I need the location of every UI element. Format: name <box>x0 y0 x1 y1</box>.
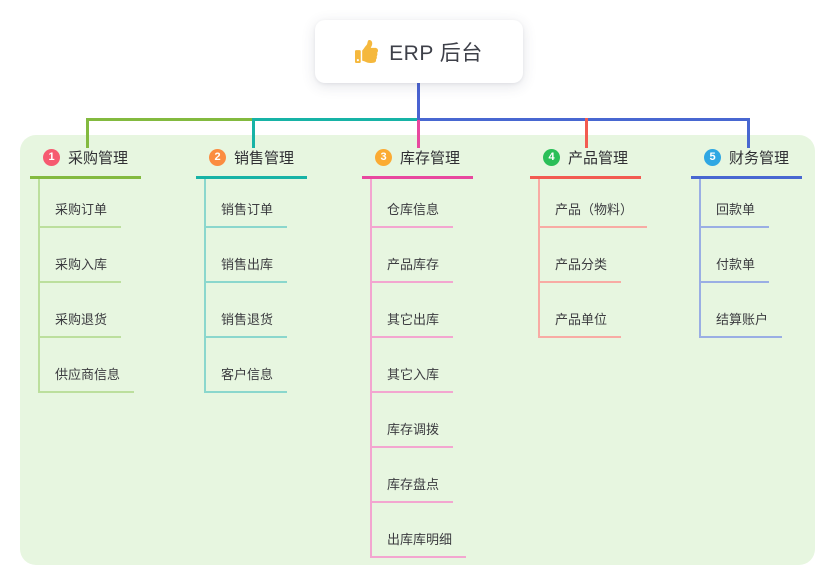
branch-children-connector-inventory <box>370 178 372 558</box>
branch-title-label: 采购管理 <box>68 149 129 167</box>
child-node[interactable]: 结算账户 <box>699 311 783 338</box>
root-node-label: ERP 后台 <box>389 41 483 65</box>
branch-node-purchase[interactable]: 1 采购管理 <box>30 146 142 179</box>
child-node[interactable]: 出库库明细 <box>370 531 467 558</box>
branch-number-badge: 2 <box>209 148 226 166</box>
branch-children-connector-finance <box>699 178 701 338</box>
connector-rail-sales <box>252 118 420 121</box>
connector-rail-finance <box>417 118 750 121</box>
child-node[interactable]: 客户信息 <box>204 366 288 393</box>
child-node[interactable]: 销售出库 <box>204 256 288 283</box>
branch-number-badge: 3 <box>375 148 392 166</box>
branch-number-badge: 5 <box>704 148 721 166</box>
root-node[interactable]: ERP 后台 <box>315 20 523 83</box>
child-node[interactable]: 付款单 <box>699 256 770 283</box>
connector-drop-product <box>585 118 588 148</box>
branch-children-connector-purchase <box>38 178 40 393</box>
branch-title-label: 销售管理 <box>234 149 295 167</box>
child-node[interactable]: 供应商信息 <box>38 366 135 393</box>
child-node[interactable]: 回款单 <box>699 201 770 228</box>
connector-drop-inventory <box>417 118 420 148</box>
branch-number-badge: 1 <box>43 148 60 166</box>
branch-children-connector-sales <box>204 178 206 393</box>
branch-node-sales[interactable]: 2 销售管理 <box>196 146 308 179</box>
branch-node-inventory[interactable]: 3 库存管理 <box>362 146 474 179</box>
child-node[interactable]: 产品单位 <box>538 311 622 338</box>
branch-title-label: 财务管理 <box>729 149 790 167</box>
child-node[interactable]: 销售退货 <box>204 311 288 338</box>
connector-drop-sales <box>252 118 255 148</box>
connector-rail-purchase <box>86 118 255 121</box>
child-node[interactable]: 产品库存 <box>370 256 454 283</box>
branch-node-product[interactable]: 4 产品管理 <box>530 146 642 179</box>
child-node[interactable]: 销售订单 <box>204 201 288 228</box>
thumbs-up-icon <box>355 40 379 63</box>
child-node[interactable]: 采购订单 <box>38 201 122 228</box>
child-node[interactable]: 其它入库 <box>370 366 454 393</box>
connector-root <box>417 82 420 120</box>
branch-number-badge: 4 <box>543 148 560 166</box>
child-node[interactable]: 仓库信息 <box>370 201 454 228</box>
connector-drop-finance <box>747 118 750 148</box>
branch-title-label: 库存管理 <box>400 149 461 167</box>
child-node[interactable]: 产品（物料） <box>538 201 648 228</box>
child-node[interactable]: 产品分类 <box>538 256 622 283</box>
child-node[interactable]: 采购入库 <box>38 256 122 283</box>
child-node[interactable]: 库存调拨 <box>370 421 454 448</box>
child-node[interactable]: 采购退货 <box>38 311 122 338</box>
branch-children-connector-product <box>538 178 540 338</box>
child-node[interactable]: 库存盘点 <box>370 476 454 503</box>
connector-drop-purchase <box>86 118 89 148</box>
branch-node-finance[interactable]: 5 财务管理 <box>691 146 803 179</box>
child-node[interactable]: 其它出库 <box>370 311 454 338</box>
branches-panel <box>20 135 815 565</box>
branch-title-label: 产品管理 <box>568 149 629 167</box>
